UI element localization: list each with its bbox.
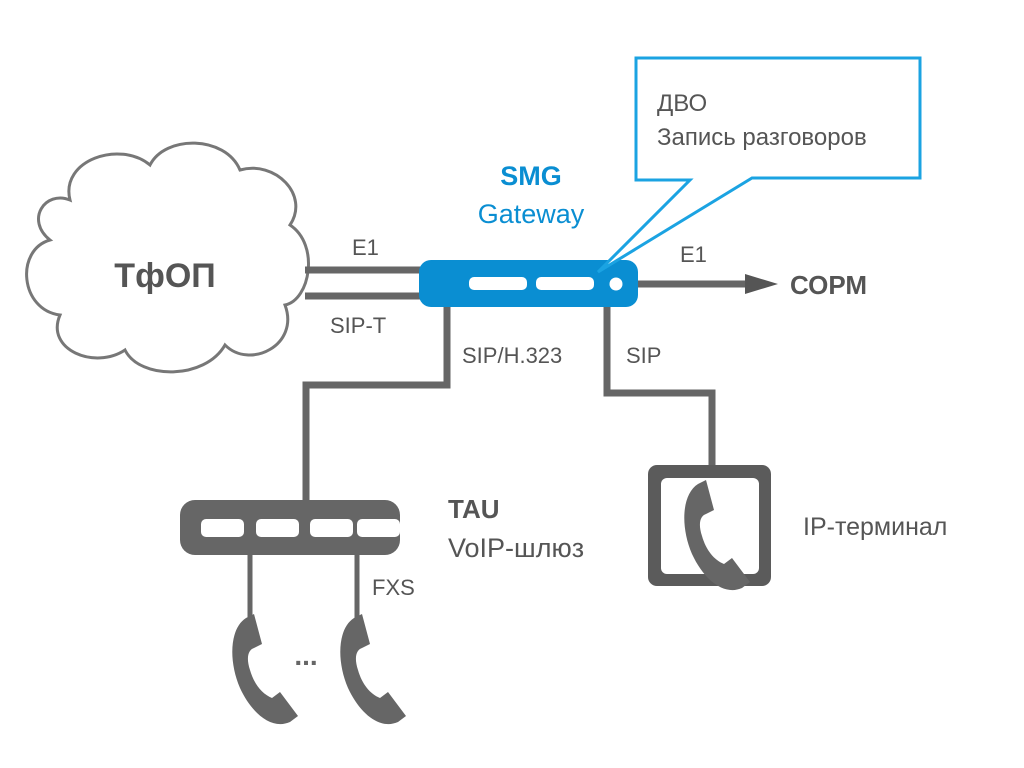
- pstn-label: ТфОП: [114, 257, 215, 295]
- callout-line-1: ДВО: [657, 90, 707, 117]
- sip-h323-link: [302, 300, 451, 505]
- sip-label: SIP: [626, 343, 661, 368]
- fxs-label: FXS: [372, 575, 415, 600]
- callout-line-2: Запись разговоров: [657, 124, 867, 151]
- tau-subtitle: VoIP-шлюз: [448, 533, 584, 563]
- phone-icon: [340, 614, 406, 725]
- ellipsis: ...: [294, 640, 317, 671]
- e1-right-label: E1: [680, 242, 707, 267]
- e1-left-label: E1: [352, 235, 379, 260]
- sip-t-label: SIP-T: [330, 313, 386, 338]
- smg-gateway: [419, 260, 638, 307]
- ip-terminal-label: IP-терминал: [803, 513, 947, 541]
- callout: ДВО Запись разговоров: [596, 56, 922, 274]
- phone-icon: [232, 614, 298, 725]
- sorm-label: СОРМ: [790, 270, 867, 300]
- smg-title: SMG: [500, 161, 562, 191]
- sip-link: [603, 300, 716, 470]
- ip-terminal: [648, 465, 771, 591]
- smg-subtitle: Gateway: [478, 199, 585, 229]
- arrow-icon: [745, 274, 778, 294]
- sip-h323-label: SIP/H.323: [462, 343, 562, 368]
- pstn-cloud: ТфОП: [25, 141, 310, 374]
- tau-title: TAU: [448, 494, 500, 524]
- tau-gateway: [180, 500, 400, 555]
